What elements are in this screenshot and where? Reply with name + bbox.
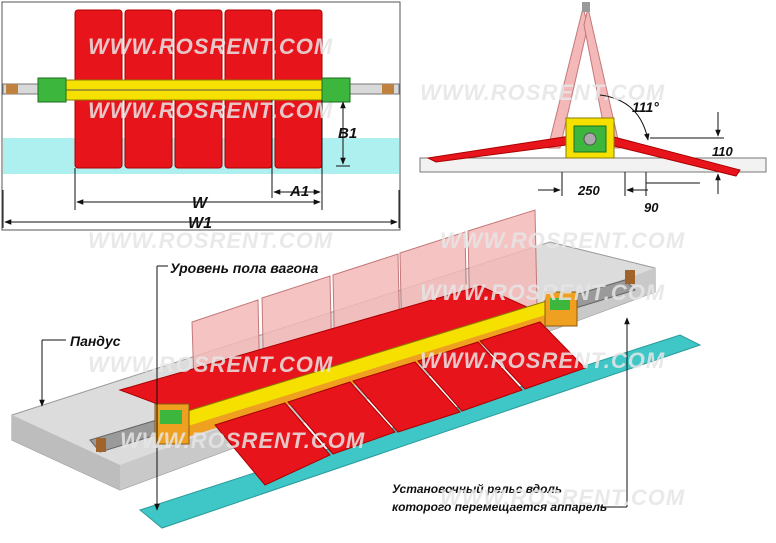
top-view-plates-lower: [74, 97, 323, 169]
dim-250-label: 250: [577, 183, 600, 198]
watermark-text: WWW.ROSRENT.COM: [420, 348, 665, 373]
watermark-text: WWW.ROSRENT.COM: [88, 352, 333, 377]
perspective-view: Уровень пола вагона Пандус Установочный …: [11, 209, 702, 529]
front-plate: [479, 321, 586, 390]
angle-label: 111°: [632, 99, 659, 115]
side-view: 111° 110 250 90: [419, 2, 767, 215]
watermark-text: WWW.ROSRENT.COM: [88, 228, 333, 253]
angle-arc: [599, 94, 650, 141]
dim-B1-label: B1: [338, 125, 357, 142]
rail-label-line1: Установочный рельс вдоль: [392, 482, 562, 496]
front-plate: [417, 341, 523, 412]
watermark-text: WWW.ROSRENT.COM: [120, 428, 365, 453]
left-rail-stop: [96, 438, 106, 452]
watermarks: WWW.ROSRENT.COM WWW.ROSRENT.COM WWW.ROSR…: [88, 34, 685, 510]
right-stop: [382, 84, 394, 94]
front-plate: [352, 361, 461, 433]
dim-W-label: W: [192, 195, 209, 212]
left-end-carriage-green: [160, 410, 182, 424]
dim-W1-label: W1: [188, 215, 212, 232]
right-rail-stop: [625, 270, 635, 284]
top-view-panel: W A1 W1 B1: [1, 1, 401, 232]
right-end-carriage-green: [550, 298, 570, 310]
watermark-text: WWW.ROSRENT.COM: [440, 228, 685, 253]
side-axle: [583, 132, 597, 146]
watermark-text: WWW.ROSRENT.COM: [440, 485, 685, 510]
left-stop: [6, 84, 18, 94]
ramp-platform-side: [12, 415, 120, 490]
floor-level-label: Уровень пола вагона: [170, 260, 318, 276]
watermark-text: WWW.ROSRENT.COM: [88, 98, 333, 123]
top-view-plates-upper: [74, 9, 323, 85]
dim-A1-label: A1: [289, 183, 309, 200]
left-carriage: [37, 77, 67, 103]
watermark-text: WWW.ROSRENT.COM: [420, 280, 665, 305]
rail-label-line2: которого перемещается аппарель: [392, 500, 607, 514]
watermark-text: WWW.ROSRENT.COM: [420, 80, 665, 105]
dim-110-label: 110: [712, 144, 733, 159]
perspective-front-plates: [214, 321, 586, 486]
side-top-hinge: [582, 2, 590, 12]
dim-90-label: 90: [644, 200, 659, 215]
front-plate: [214, 402, 331, 486]
front-plate: [287, 381, 396, 455]
right-carriage: [321, 77, 351, 103]
ramp-label: Пандус: [70, 333, 121, 349]
watermark-text: WWW.ROSRENT.COM: [88, 34, 333, 59]
